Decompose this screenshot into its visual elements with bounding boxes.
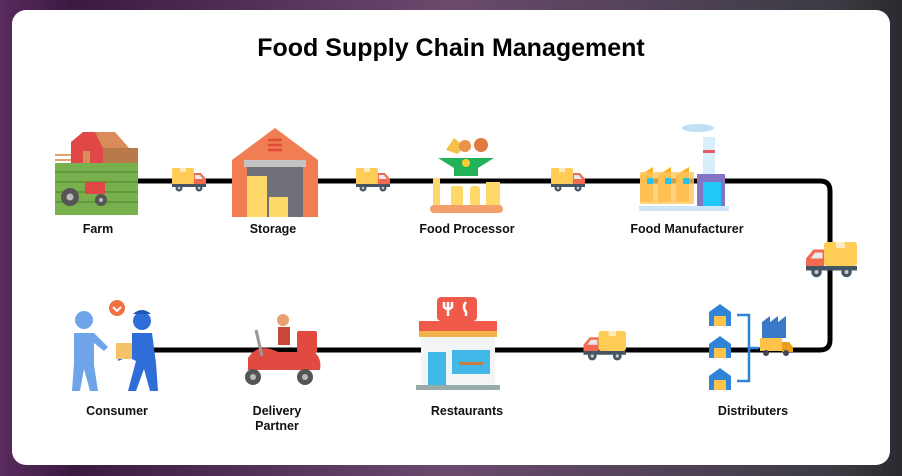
truck-icon bbox=[583, 331, 626, 361]
food-processor-icon bbox=[430, 138, 503, 213]
node-label-food-manufacturer: Food Manufacturer bbox=[630, 222, 744, 236]
distribution-icon bbox=[709, 304, 793, 390]
node-label-restaurants: Restaurants bbox=[430, 404, 504, 418]
node-label-delivery-partner: Delivery Partner bbox=[252, 404, 302, 433]
delivery-scooter-icon bbox=[245, 314, 321, 385]
restaurant-icon bbox=[416, 297, 500, 390]
consumer-icon bbox=[72, 300, 158, 391]
node-label-distributers: Distributers bbox=[717, 404, 789, 418]
node-label-food-processor: Food Processor bbox=[419, 222, 515, 236]
page-title: Food Supply Chain Management bbox=[257, 34, 645, 62]
node-label-storage: Storage bbox=[249, 222, 297, 236]
warehouse-icon bbox=[232, 128, 318, 217]
truck-icon bbox=[356, 168, 390, 192]
truck-icon bbox=[172, 168, 206, 192]
factory-icon bbox=[639, 124, 729, 211]
node-label-consumer: Consumer bbox=[86, 404, 148, 418]
truck-icon bbox=[551, 168, 585, 192]
farm-icon bbox=[55, 132, 138, 215]
node-label-farm: Farm bbox=[82, 222, 114, 236]
